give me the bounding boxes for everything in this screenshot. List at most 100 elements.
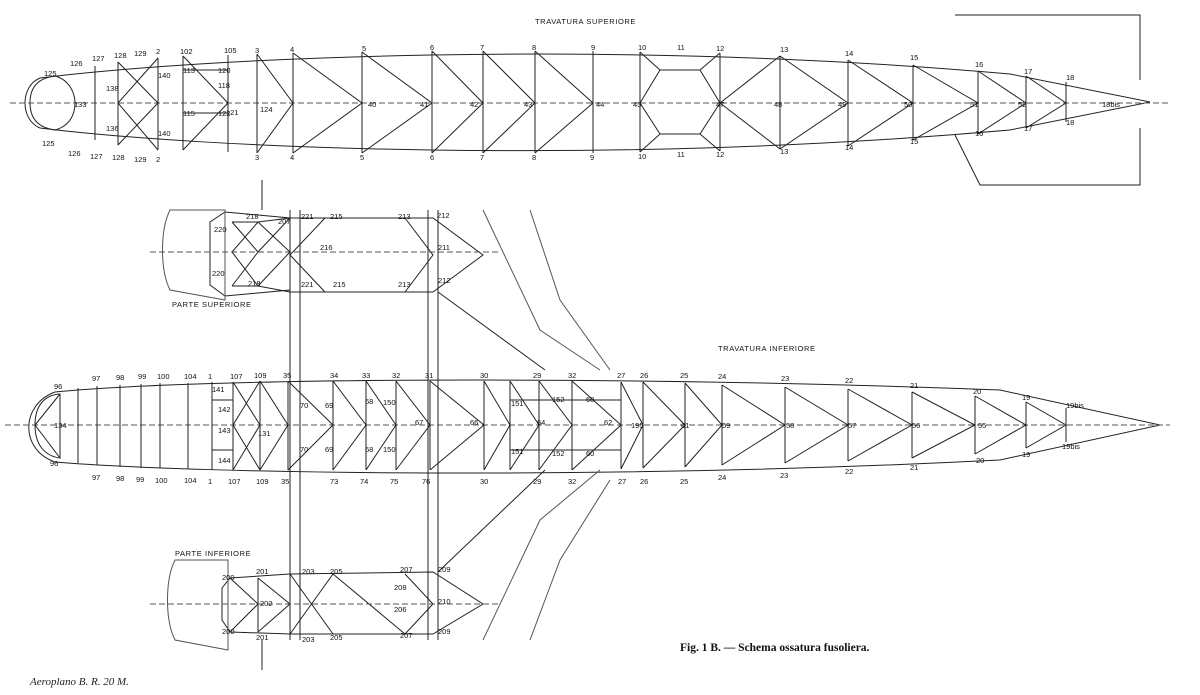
node-label: 104 xyxy=(184,372,197,381)
node-label: 70 xyxy=(300,445,308,454)
node-label: 26 xyxy=(640,477,648,486)
node-label: 200 xyxy=(222,627,235,636)
lower-part xyxy=(150,469,611,670)
node-label: 62 xyxy=(604,418,612,427)
node-label: 100 xyxy=(155,476,168,485)
node-label: 99 xyxy=(138,372,146,381)
node-label: 6 xyxy=(430,153,434,162)
node-label: 221 xyxy=(301,280,314,289)
node-label: 9 xyxy=(590,153,594,162)
node-label: 98 xyxy=(116,373,124,382)
node-label: 221 xyxy=(301,212,314,221)
node-label: 105 xyxy=(224,46,237,55)
node-label: 115 xyxy=(183,109,195,118)
node-label: 216 xyxy=(320,243,333,252)
upper-part-title: PARTE SUPERIORE xyxy=(172,300,252,309)
node-label: 25 xyxy=(680,371,688,380)
node-label: 213 xyxy=(398,280,411,289)
node-label: 100 xyxy=(157,372,170,381)
node-label: 14 xyxy=(845,143,853,152)
node-label: 207 xyxy=(400,565,413,574)
node-label: 68 xyxy=(365,397,373,406)
upper-truss-title: TRAVATURA SUPERIORE xyxy=(535,17,636,26)
node-label: 97 xyxy=(92,374,100,383)
node-label: 32 xyxy=(392,371,400,380)
node-label: 152 xyxy=(552,449,565,458)
node-label: 31 xyxy=(425,371,433,380)
node-label: 107 xyxy=(230,372,243,381)
node-label: 32 xyxy=(568,371,576,380)
node-label: 3 xyxy=(255,46,259,55)
node-label: 3 xyxy=(255,153,259,162)
node-label: 151 xyxy=(511,399,524,408)
node-label: 4 xyxy=(290,45,294,54)
node-label: 142 xyxy=(218,405,231,414)
node-label: 134 xyxy=(54,421,67,430)
node-label: 129 xyxy=(134,155,147,164)
node-label: 68 xyxy=(365,445,373,454)
node-label: 150 xyxy=(383,445,396,454)
node-label: 17 xyxy=(1024,67,1032,76)
node-label: 8 xyxy=(532,153,536,162)
node-label: 143 xyxy=(218,426,231,435)
node-label: 133 xyxy=(74,100,87,109)
node-label: 203 xyxy=(302,567,315,576)
node-label: 215 xyxy=(330,212,343,221)
node-label: 125 xyxy=(42,139,55,148)
node-label: 35 xyxy=(283,371,291,380)
node-label: 151 xyxy=(511,447,524,456)
node-label: 104 xyxy=(184,476,197,485)
node-label: 8 xyxy=(532,43,536,52)
node-label: 74 xyxy=(360,477,368,486)
node-label: 5 xyxy=(362,44,366,53)
node-label: 12 xyxy=(716,150,724,159)
node-label: 45 xyxy=(633,100,641,109)
node-label: 59 xyxy=(722,421,730,430)
node-label: 75 xyxy=(390,477,398,486)
node-label: 128 xyxy=(114,51,127,60)
node-label: 40 xyxy=(368,100,376,109)
node-label: 203 xyxy=(302,635,315,644)
node-label: 1 xyxy=(208,477,212,486)
node-label: 152 xyxy=(552,395,565,404)
node-label: 11 xyxy=(677,150,685,159)
node-label: 60 xyxy=(586,449,594,458)
node-label: 126 xyxy=(70,59,83,68)
figure-caption: Fig. 1 B. — Schema ossatura fusoliera. xyxy=(680,642,870,654)
node-label: 23 xyxy=(781,374,789,383)
node-label: 22 xyxy=(845,467,853,476)
node-label: 19bis xyxy=(1066,401,1084,410)
node-label: 18 xyxy=(1066,118,1074,127)
node-label: 76 xyxy=(422,477,430,486)
node-label: 195 xyxy=(631,421,644,430)
node-label: 66 xyxy=(470,418,478,427)
node-label: 26 xyxy=(640,371,648,380)
node-label: 18 xyxy=(1066,73,1074,82)
node-label: 52 xyxy=(1018,100,1026,109)
aircraft-label: Aeroplano B. R. 20 M. xyxy=(30,676,129,688)
node-label: 27 xyxy=(618,477,626,486)
node-label: 4 xyxy=(290,153,294,162)
node-label: 15 xyxy=(910,137,918,146)
node-label: 200 xyxy=(222,573,235,582)
node-label: 207 xyxy=(278,217,291,226)
node-label: 213 xyxy=(398,212,411,221)
node-label: 48 xyxy=(774,100,782,109)
lower-truss xyxy=(5,379,1170,474)
node-label: 16 xyxy=(975,60,983,69)
node-label: 128 xyxy=(112,153,125,162)
node-label: 2 xyxy=(156,47,160,56)
node-label: 206 xyxy=(394,605,407,614)
node-label: 42 xyxy=(470,100,478,109)
node-label: 201 xyxy=(256,567,269,576)
node-label: 7 xyxy=(480,43,484,52)
node-label: 131 xyxy=(258,429,271,438)
node-label: 96 xyxy=(50,459,58,468)
node-label: 34 xyxy=(330,371,338,380)
node-label: 32 xyxy=(568,477,576,486)
lower-truss-title: TRAVATURA INFERIORE xyxy=(718,344,816,353)
node-label: 127 xyxy=(90,152,103,161)
node-label: 58 xyxy=(786,421,794,430)
